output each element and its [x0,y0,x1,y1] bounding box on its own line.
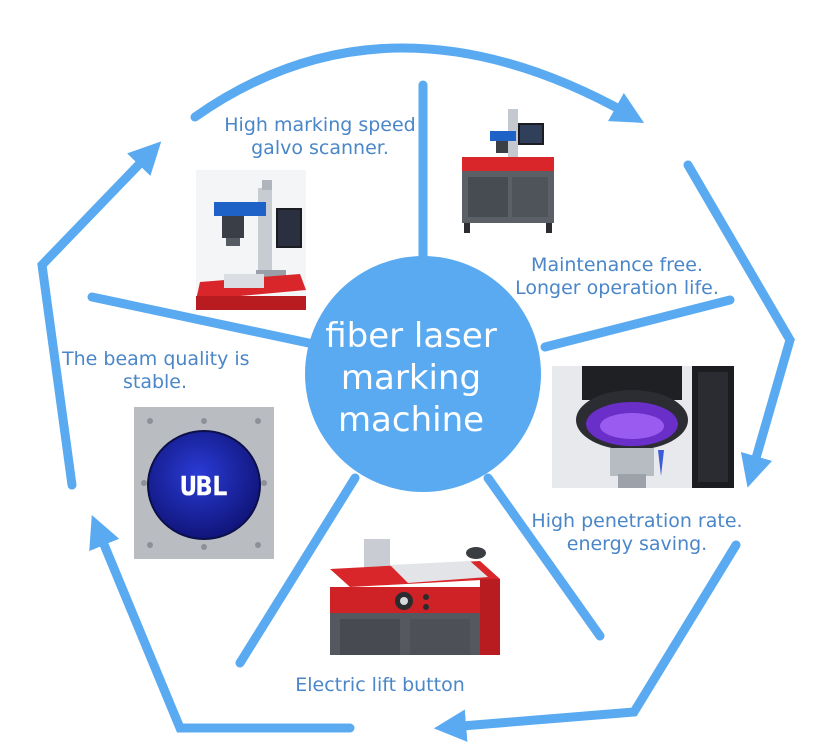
plate-logo-text: UBL [181,472,228,502]
cycle-arrow-bottom-left [89,515,355,733]
feature-label-galvo-scanner-line-1: High marking speed [224,114,416,136]
feature-label-beam-quality-line-1: The beam quality is [62,348,250,370]
center-title: fiber laser marking machine [306,315,516,441]
feature-label-beam-quality-line-2: stable. [122,371,188,393]
photo-marked-plate: UBL [134,407,274,559]
feature-label-high-penetration-line-2: energy saving. [566,533,708,555]
center-title-line-1: fiber laser [325,316,497,356]
center-title-line-2: marking [340,358,482,398]
feature-label-electric-lift-line-1: Electric lift button [295,674,465,696]
feature-label-high-penetration-line-1: High penetration rate. [531,510,743,532]
cycle-arrow-right [683,160,795,488]
feature-label-maintenance-free-line-1: Maintenance free. [531,254,703,276]
center-title-line-3: machine [337,400,485,440]
feature-label-high-penetration: High penetration rate. energy saving. [530,510,744,556]
feature-label-galvo-scanner-line-2: galvo scanner. [251,137,389,159]
cycle-arrow-left [37,141,162,490]
feature-label-beam-quality: The beam quality is stable. [62,348,250,394]
center-hub [305,256,541,492]
photo-machine-cabinet [440,103,572,240]
cycle-arrow-top [190,43,645,123]
photo-lift-button [330,539,500,655]
feature-label-maintenance-free-line-2: Longer operation life. [515,277,719,299]
spoke-upper-right [540,295,735,352]
feature-label-maintenance-free: Maintenance free. Longer operation life. [510,254,724,300]
spoke-upper-left [87,292,323,350]
photo-field-lens [552,366,734,488]
spoke-lower-left [235,473,360,668]
feature-label-electric-lift: Electric lift button [282,674,478,697]
cycle-arrow-bottom-right [433,540,741,742]
photo-galvo-scanner [196,170,306,310]
feature-label-galvo-scanner: High marking speed galvo scanner. [224,114,416,160]
spoke-lower-right [483,473,605,641]
